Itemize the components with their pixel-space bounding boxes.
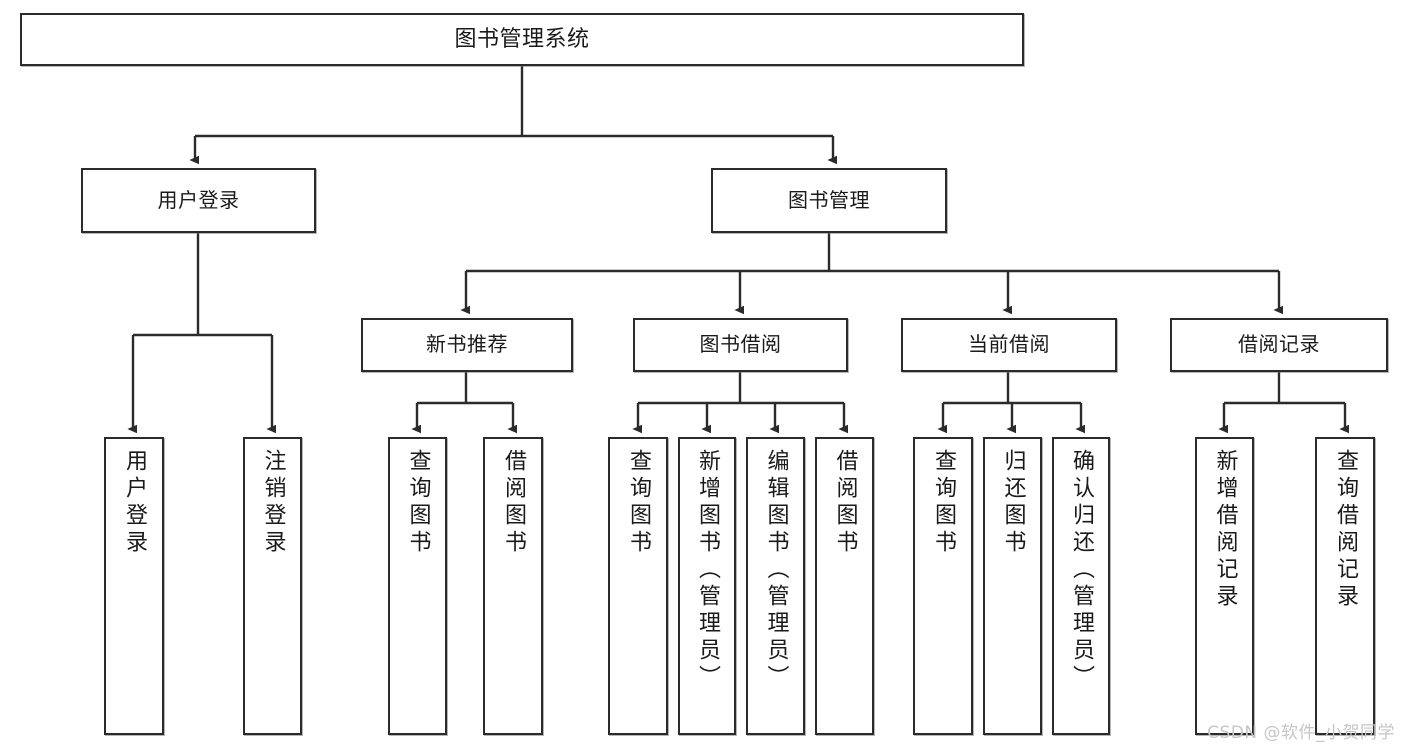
leaf-borrow-books-recommendation[interactable]: 借阅图书 <box>483 437 543 735</box>
node-label: 借阅图书 <box>832 449 858 557</box>
node-label: 图书管理系统 <box>454 26 590 52</box>
leaf-logout[interactable]: 注销登录 <box>243 437 302 735</box>
node-label: 新增借阅记录 <box>1212 449 1238 611</box>
node-label: 编辑图书（管理员） <box>763 449 789 692</box>
leaf-borrow-books-borrowing[interactable]: 借阅图书 <box>815 437 874 735</box>
node-label: 查询借阅记录 <box>1333 449 1358 611</box>
leaf-return-books[interactable]: 归还图书 <box>983 437 1042 735</box>
node-label: 新增图书（管理员） <box>695 449 720 692</box>
node-book-management[interactable]: 图书管理 <box>711 168 947 233</box>
leaf-edit-book-admin[interactable]: 编辑图书（管理员） <box>746 437 805 735</box>
node-root-book-management-system[interactable]: 图书管理系统 <box>20 13 1024 66</box>
node-label: 图书管理 <box>788 187 870 212</box>
node-label: 查询图书 <box>405 449 431 557</box>
leaf-user-login[interactable]: 用户登录 <box>104 437 164 735</box>
node-new-book-recommendation[interactable]: 新书推荐 <box>361 318 573 372</box>
node-label: 借阅记录 <box>1238 332 1320 357</box>
leaf-search-books-borrowing[interactable]: 查询图书 <box>608 437 668 735</box>
node-label: 借阅图书 <box>501 449 526 557</box>
node-label: 新书推荐 <box>426 332 508 357</box>
node-label: 查询图书 <box>931 449 956 557</box>
node-label: 查询图书 <box>626 449 651 557</box>
leaf-confirm-return-admin[interactable]: 确认归还（管理员） <box>1052 437 1110 735</box>
node-label: 归还图书 <box>1000 449 1026 557</box>
node-borrowing-records[interactable]: 借阅记录 <box>1170 318 1388 372</box>
node-label: 注销登录 <box>260 449 286 557</box>
node-label: 确认归还（管理员） <box>1069 449 1094 692</box>
csdn-watermark: CSDN @软件_小贺同学 <box>1207 723 1395 743</box>
node-label: 图书借阅 <box>699 332 782 357</box>
leaf-search-borrowing-record[interactable]: 查询借阅记录 <box>1315 437 1375 735</box>
node-book-borrowing[interactable]: 图书借阅 <box>633 318 848 372</box>
node-user-login[interactable]: 用户登录 <box>81 168 316 233</box>
node-label: 用户登录 <box>157 187 240 212</box>
leaf-add-book-admin[interactable]: 新增图书（管理员） <box>678 437 736 735</box>
leaf-search-books-recommendation[interactable]: 查询图书 <box>388 437 447 735</box>
node-label: 用户登录 <box>122 449 147 557</box>
leaf-add-borrowing-record[interactable]: 新增借阅记录 <box>1195 437 1254 735</box>
node-current-borrowing[interactable]: 当前借阅 <box>901 318 1117 372</box>
leaf-search-books-current[interactable]: 查询图书 <box>913 437 973 735</box>
node-label: 当前借阅 <box>968 332 1050 357</box>
